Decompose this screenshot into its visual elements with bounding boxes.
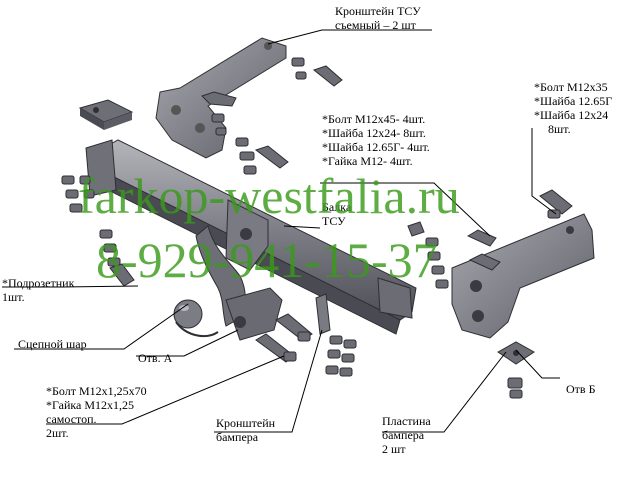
label-bolt-set-bottom-line3: самостоп. — [46, 412, 97, 426]
label-bumper-plate-line3: 2 шт — [382, 442, 406, 456]
label-tow-bracket-line2: съемный – 2 шт — [335, 18, 416, 32]
label-beam-line1: Балка — [322, 200, 352, 214]
label-socket-bracket-line2: 1шт. — [2, 290, 25, 304]
label-bumper-bracket: Кронштейн бампера — [216, 416, 275, 444]
hitch-ball-assembly — [173, 225, 283, 341]
label-bolt-set-right: *Болт М12х35 *Шайба 12.65Г *Шайба 12х24 … — [534, 80, 612, 136]
label-bolt-set-right-line4: 8шт. — [548, 122, 571, 136]
watermark-site: farkop-westfalia.ru — [78, 168, 460, 224]
label-beam: Балка ТСУ — [322, 200, 351, 228]
label-bumper-plate: Пластина бампера 2 шт — [382, 414, 431, 456]
bolt-group-top — [201, 57, 343, 175]
label-bumper-plate-line2: бампера — [382, 428, 425, 442]
label-tow-bracket-line1: Кронштейн ТСУ — [335, 4, 421, 18]
label-bolt-set-center-line2: *Шайба 12х24- 8шт. — [322, 126, 426, 140]
label-bolt-set-bottom-line1: *Болт М12х1,25х70 — [46, 384, 147, 398]
label-beam-line2: ТСУ — [322, 214, 346, 228]
beam-bracket — [225, 199, 269, 271]
label-bumper-bracket-line2: бампера — [216, 430, 259, 444]
label-tow-bracket: Кронштейн ТСУ съемный – 2 шт — [335, 4, 421, 32]
label-bolt-set-center: *Болт М12х45- 4шт. *Шайба 12х24- 8шт. *Ш… — [322, 112, 430, 168]
label-bolt-set-center-line1: *Болт М12х45- 4шт. — [322, 112, 426, 126]
bolt-group-right — [407, 189, 573, 289]
bumper-plate — [497, 341, 535, 399]
label-hole-a: Отв. А — [138, 351, 173, 365]
label-bolt-set-right-line1: *Болт М12х35 — [534, 80, 608, 94]
label-bolt-set-bottom: *Болт М12х1,25х70 *Гайка М12х1,25 самост… — [46, 384, 147, 440]
label-bolt-set-bottom-line4: 2шт. — [46, 426, 69, 440]
label-bolt-set-right-line2: *Шайба 12.65Г — [534, 94, 613, 108]
label-bolt-set-right-line3: *Шайба 12х24 — [534, 108, 609, 122]
bumper-bracket — [315, 293, 331, 335]
tow-bracket-right — [451, 213, 595, 339]
socket-plate — [78, 99, 134, 130]
leader-lines — [2, 29, 560, 433]
label-bolt-set-center-line4: *Гайка М12- 4шт. — [322, 154, 413, 168]
label-bumper-plate-line1: Пластина — [382, 414, 431, 428]
label-bumper-bracket-line1: Кронштейн — [216, 416, 276, 430]
bolt-group-bottom — [255, 313, 357, 377]
label-bolt-set-center-line3: *Шайба 12.65Г- 4шт. — [322, 140, 430, 154]
label-socket-bracket-line1: *Подрозетник — [2, 276, 75, 290]
bolt-group-left — [61, 175, 135, 287]
label-socket-bracket: *Подрозетник 1шт. — [2, 276, 74, 304]
label-hole-b: Отв Б — [566, 382, 596, 396]
label-ball: Сцепной шар — [18, 337, 87, 351]
watermark-phone: 8-929-941-15-37 — [96, 232, 438, 288]
label-bolt-set-bottom-line2: *Гайка М12х1,25 — [46, 398, 135, 412]
